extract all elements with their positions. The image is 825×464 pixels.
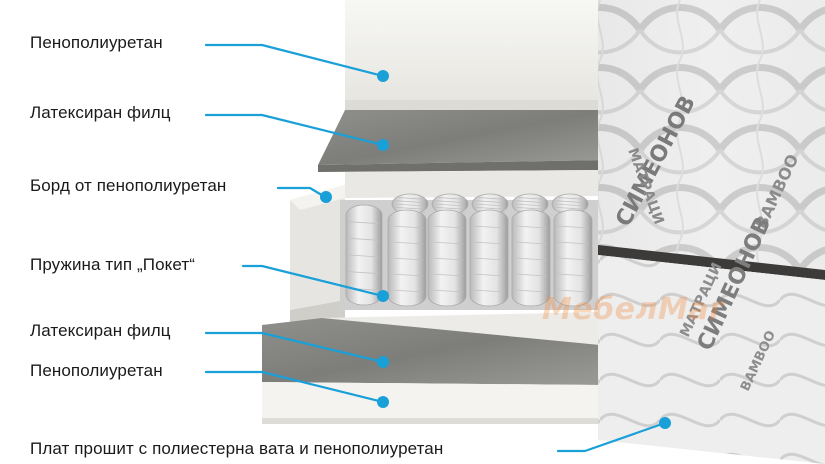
pocket-spring-3 <box>469 209 509 307</box>
label-pocket-spring: Пружина тип „Покет“ <box>30 255 196 274</box>
leader-lines <box>204 43 667 453</box>
pocket-spring-4 <box>511 209 551 307</box>
pocket-spring-back-5 <box>551 193 589 215</box>
pocket-spring-1 <box>387 209 427 307</box>
pocket-spring-side-1 <box>345 204 383 306</box>
leader-line-foam-top <box>204 43 385 78</box>
leader-dot-felt-bottom <box>377 356 389 368</box>
quilted-cover-top: СИМЕОНОВ МАТРАЦИ BAMBOO <box>598 0 825 270</box>
quilted-cover-side: СИМЕОНОВ МАТРАЦИ BAMBOO <box>598 213 825 464</box>
leader-line-felt-bottom <box>204 331 385 364</box>
pocket-spring-5 <box>553 209 593 307</box>
top-foam-layer <box>345 0 605 110</box>
leader-line-foam-board <box>276 186 327 199</box>
leader-line-felt-top <box>204 113 385 147</box>
watermark-logo: МебелМаг <box>542 292 726 327</box>
label-latex-felt-bottom: Латексиран филц <box>30 321 171 340</box>
leader-dot-fabric <box>659 417 671 429</box>
leader-dots <box>320 70 671 429</box>
label-polyurethane-foam-top: Пенополиуретан <box>30 33 163 52</box>
pocket-spring-back-4 <box>511 193 549 215</box>
pocket-spring-back-3 <box>471 193 509 215</box>
leader-dot-pocket-spring <box>377 290 389 302</box>
top-felt-layer <box>318 110 605 172</box>
bottom-felt-layer <box>262 318 600 385</box>
leader-dot-foam-board <box>320 191 332 203</box>
label-polyurethane-foam-bottom: Пенополиуретан <box>30 361 163 380</box>
leader-line-pocket-spring <box>241 264 385 298</box>
leader-line-foam-bottom <box>204 370 385 404</box>
leader-dot-felt-top <box>377 139 389 151</box>
label-quilted-fabric: Плат прошит с полиестерна вата и пенопол… <box>30 439 444 458</box>
spring-top-sheet <box>345 170 605 198</box>
pocket-spring-back-2 <box>431 193 469 215</box>
spring-bottom-sheet <box>320 312 600 345</box>
cover-piping <box>598 245 825 280</box>
label-latex-felt-top: Латексиран филц <box>30 103 171 122</box>
label-foam-board: Борд от пенополиуретан <box>30 176 227 195</box>
leader-dot-foam-bottom <box>377 396 389 408</box>
pocket-spring-2 <box>427 209 467 307</box>
foam-board <box>290 185 345 322</box>
leader-line-fabric <box>556 421 667 453</box>
leader-dot-foam-top <box>377 70 389 82</box>
bottom-foam-layer <box>262 382 600 424</box>
